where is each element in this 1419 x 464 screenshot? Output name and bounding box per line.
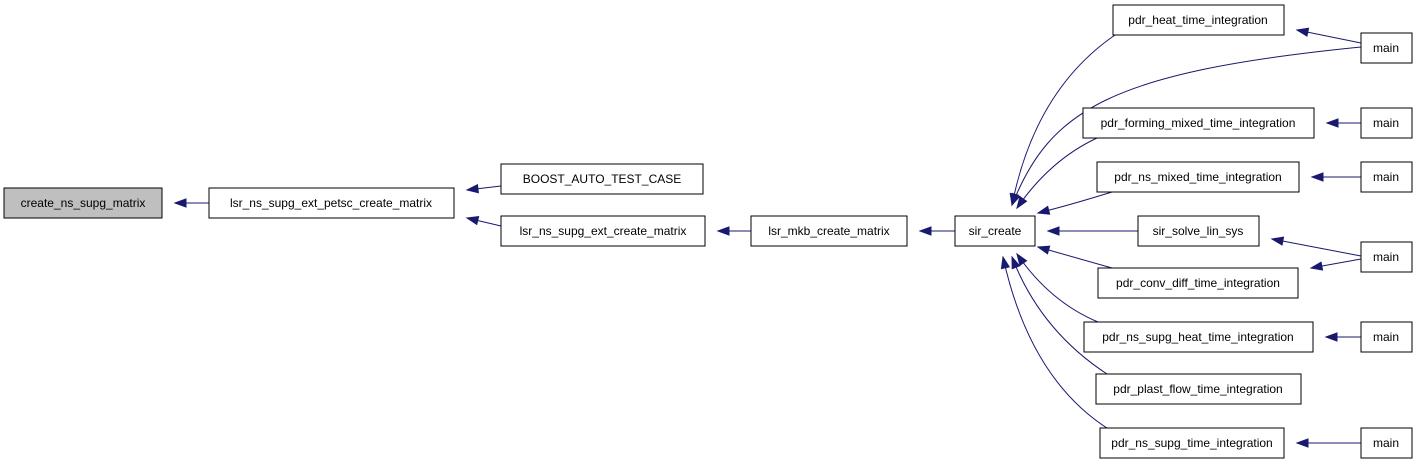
edge-n_main5-to-n_nsheat — [1324, 332, 1361, 342]
edge-n_sir-to-n_mkb — [918, 226, 955, 236]
node-boost-auto-test-case[interactable]: BOOST_AUTO_TEST_CASE — [500, 163, 704, 195]
edge-n_forming-to-n_sir — [1016, 137, 1098, 210]
arrowhead — [1000, 255, 1011, 270]
edge-n_nsheat-to-n_sir — [1016, 252, 1099, 323]
node-main-2[interactable]: main — [1360, 107, 1413, 139]
node-label: create_ns_supg_matrix — [21, 196, 146, 210]
edge-n_plast-to-n_sir — [1011, 255, 1108, 375]
node-sir-create[interactable]: sir_create — [954, 215, 1036, 247]
edge-n_ext-to-n_petsc — [465, 216, 502, 227]
node-main-1[interactable]: main — [1360, 32, 1413, 64]
edge-n_main1-to-n_sir — [1011, 46, 1362, 207]
edge-n_petsc-to-n_create — [173, 198, 209, 208]
node-label: lsr_ns_supg_ext_create_matrix — [520, 224, 687, 238]
node-label: main — [1373, 436, 1399, 450]
node-main-3[interactable]: main — [1360, 161, 1413, 193]
node-sir-solve-lin-sys[interactable]: sir_solve_lin_sys — [1137, 215, 1260, 247]
node-pdr-plast-flow-time-integration[interactable]: pdr_plast_flow_time_integration — [1095, 373, 1302, 405]
arrowhead — [1046, 226, 1060, 236]
arrowhead — [1016, 195, 1028, 210]
node-pdr-conv-diff-time-integration[interactable]: pdr_conv_diff_time_integration — [1097, 267, 1299, 299]
edge-line — [1016, 253, 1099, 323]
node-label: pdr_ns_mixed_time_integration — [1114, 170, 1281, 184]
node-create-ns-supg-matrix[interactable]: create_ns_supg_matrix — [3, 187, 163, 219]
arrowhead — [1325, 118, 1339, 128]
node-main-6[interactable]: main — [1360, 427, 1413, 459]
arrowhead — [1011, 255, 1021, 270]
edge-n_main4-to-n_solve — [1270, 236, 1362, 257]
edge-line — [1016, 137, 1098, 209]
node-pdr-heat-time-integration[interactable]: pdr_heat_time_integration — [1112, 4, 1285, 36]
arrowhead — [1295, 438, 1309, 448]
node-pdr-ns-mixed-time-integration[interactable]: pdr_ns_mixed_time_integration — [1096, 161, 1300, 193]
node-label: sir_create — [969, 224, 1022, 238]
node-label: main — [1373, 250, 1399, 264]
edge-n_nssupg-to-n_sir — [1000, 255, 1111, 431]
arrowhead — [465, 216, 480, 226]
node-lsr-mkb-create-matrix[interactable]: lsr_mkb_create_matrix — [750, 215, 908, 247]
arrowhead — [1270, 236, 1285, 246]
edge-n_main6-to-n_nssupg — [1295, 438, 1361, 448]
arrowhead — [173, 198, 187, 208]
edge-n_solve-to-n_sir — [1046, 226, 1138, 236]
arrowhead — [1295, 27, 1310, 37]
edge-n_conv-to-n_sir — [1036, 245, 1113, 269]
edge-n_nsmixed-to-n_sir — [1036, 191, 1113, 215]
edge-line — [1002, 256, 1111, 431]
node-pdr-ns-supg-time-integration[interactable]: pdr_ns_supg_time_integration — [1099, 427, 1285, 459]
arrowhead — [1036, 205, 1051, 215]
node-label: lsr_ns_supg_ext_petsc_create_matrix — [230, 196, 432, 210]
node-lsr-ns-supg-ext-create-matrix[interactable]: lsr_ns_supg_ext_create_matrix — [500, 215, 706, 247]
node-label: pdr_conv_diff_time_integration — [1116, 276, 1280, 290]
edge-n_main3-to-n_nsmixed — [1310, 172, 1361, 182]
node-label: sir_solve_lin_sys — [1153, 224, 1244, 238]
edge-line — [1037, 191, 1113, 214]
node-main-4[interactable]: main — [1360, 241, 1413, 273]
node-lsr-ns-supg-ext-petsc-create-matrix[interactable]: lsr_ns_supg_ext_petsc_create_matrix — [208, 187, 455, 219]
edge-n_boost-to-n_petsc — [465, 183, 502, 194]
arrowhead — [1011, 192, 1021, 207]
edge-n_main1-to-n_heat — [1295, 27, 1362, 44]
node-label: BOOST_AUTO_TEST_CASE — [523, 172, 682, 186]
node-label: main — [1373, 170, 1399, 184]
edge-line — [1271, 238, 1362, 257]
node-pdr-ns-supg-heat-time-integration[interactable]: pdr_ns_supg_heat_time_integration — [1083, 321, 1314, 353]
arrowhead — [1324, 332, 1338, 342]
edge-n_main2-to-n_forming — [1325, 118, 1361, 128]
arrowhead — [1036, 245, 1051, 255]
node-main-5[interactable]: main — [1360, 321, 1413, 353]
edges-layer — [173, 27, 1362, 448]
arrowhead — [716, 226, 730, 236]
node-label: main — [1373, 330, 1399, 344]
node-label: main — [1373, 41, 1399, 55]
edge-line — [1037, 246, 1113, 269]
arrowhead — [1016, 252, 1028, 267]
nodes-layer: create_ns_supg_matrix lsr_ns_supg_ext_pe… — [3, 4, 1413, 459]
node-label: pdr_ns_supg_time_integration — [1111, 436, 1272, 450]
edge-line — [1011, 46, 1362, 206]
edge-line — [1011, 256, 1108, 375]
node-label: main — [1373, 116, 1399, 130]
node-pdr-forming-mixed-time-integration[interactable]: pdr_forming_mixed_time_integration — [1082, 107, 1315, 139]
node-label: pdr_heat_time_integration — [1128, 13, 1267, 27]
node-label: pdr_plast_flow_time_integration — [1113, 382, 1282, 396]
node-label: lsr_mkb_create_matrix — [768, 224, 889, 238]
node-label: pdr_ns_supg_heat_time_integration — [1102, 330, 1293, 344]
edge-n_mkb-to-n_ext — [716, 226, 751, 236]
arrowhead — [465, 183, 479, 194]
edge-line — [1011, 34, 1116, 206]
arrowhead — [1310, 172, 1324, 182]
node-label: pdr_forming_mixed_time_integration — [1101, 116, 1296, 130]
edge-n_main4-to-n_conv — [1309, 258, 1362, 271]
arrowhead — [918, 226, 932, 236]
arrowhead — [1309, 261, 1324, 271]
